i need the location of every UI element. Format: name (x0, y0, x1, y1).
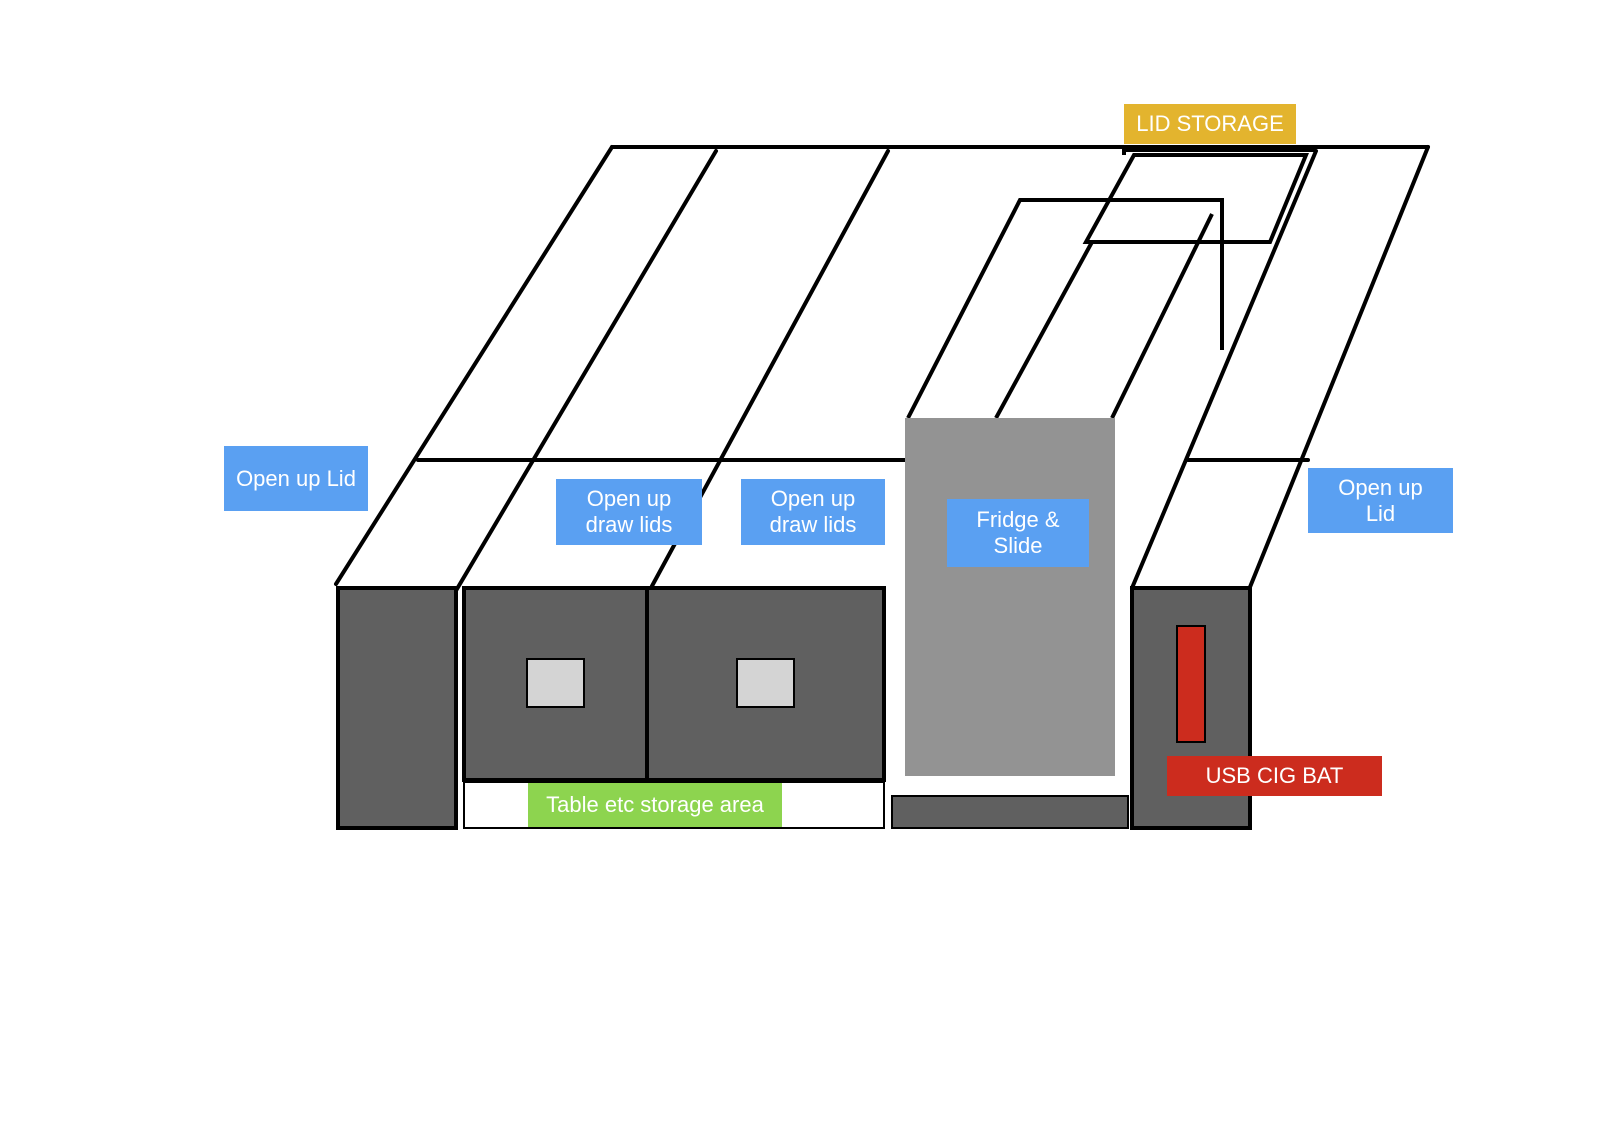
drawer-handle-2 (736, 658, 795, 708)
fridge-inner-left (994, 241, 1094, 419)
fridge-inner-right (1110, 213, 1214, 419)
table-storage-label: Table etc storage area (528, 783, 782, 827)
fridge-back-frame (906, 198, 1224, 419)
lid-divider-right (1246, 145, 1430, 594)
fridge-block (905, 418, 1115, 776)
open-up-lid-left-label: Open up Lid (224, 446, 368, 511)
lid-divider-2 (452, 149, 718, 596)
lid-storage-frame (1082, 148, 1316, 244)
lid-storage-label: LID STORAGE (1124, 104, 1296, 144)
usb-cig-bat-label: USB CIG BAT (1167, 756, 1382, 796)
drawer-handle-1 (526, 658, 585, 708)
left-cabinet (336, 586, 458, 830)
open-up-draw-lids-label-1: Open up draw lids (556, 479, 702, 545)
drawer-cabinet (462, 586, 886, 782)
lid-divider-fridge-right (1130, 149, 1318, 590)
open-up-draw-lids-label-2: Open up draw lids (741, 479, 885, 545)
open-up-lid-right-label: Open up Lid (1308, 468, 1453, 533)
lid-storage-rectangle (1082, 153, 1309, 244)
fridge-slide-outline (906, 198, 1224, 419)
fridge-slide-label: Fridge & Slide (947, 499, 1089, 567)
top-surface-outline (334, 145, 1430, 596)
battery-panel (1176, 625, 1206, 743)
slide-base (891, 795, 1129, 829)
lid-divider-1 (334, 145, 614, 586)
lid-storage-back-post (1122, 148, 1316, 155)
